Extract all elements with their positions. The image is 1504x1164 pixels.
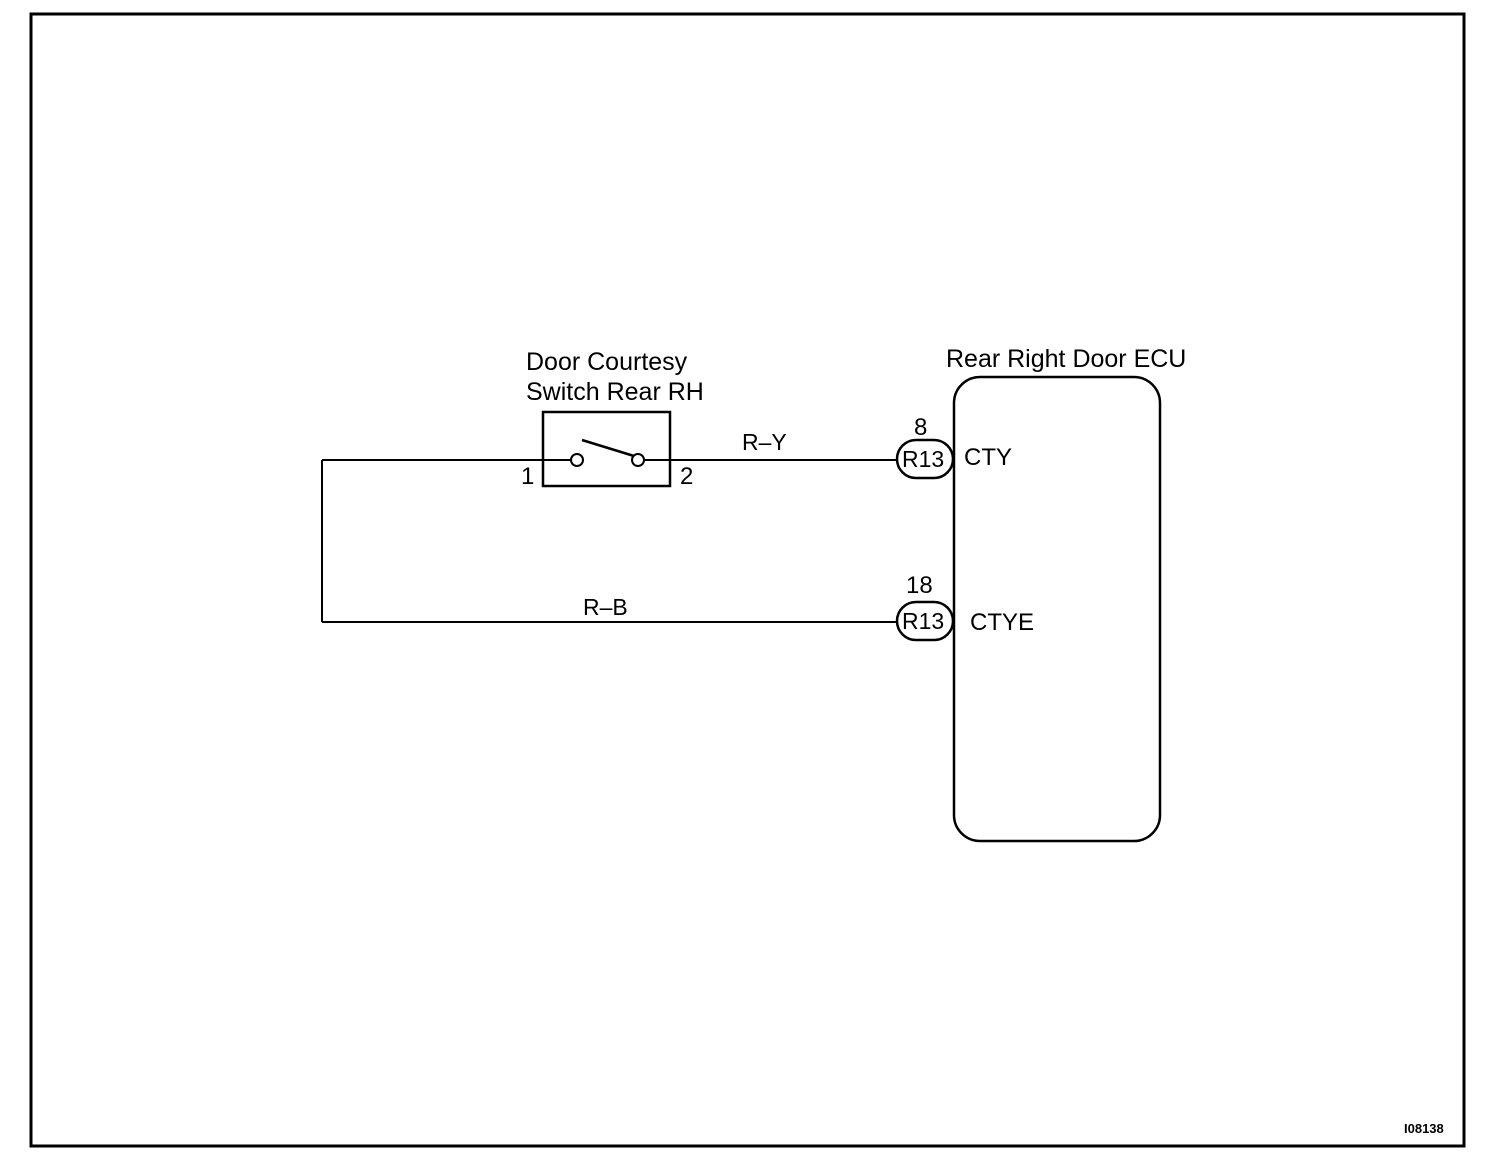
figure-code: I08138 — [1404, 1121, 1444, 1136]
connector-badge — [895, 600, 955, 642]
terminal-pin-number: 8 — [914, 414, 927, 441]
switch-pin-2: 2 — [680, 463, 693, 490]
switch-pin-1: 1 — [521, 463, 534, 490]
wire-color-code: R–Y — [742, 429, 787, 455]
switch-contact-right — [631, 453, 645, 467]
wires — [321, 459, 898, 623]
terminal-signal: CTYE — [970, 609, 1034, 636]
ecu-box — [952, 375, 1162, 843]
connector-id: R13 — [902, 608, 944, 634]
wire-color-code: R–B — [583, 594, 628, 620]
door-courtesy-switch — [541, 410, 672, 488]
switch-name-line1: Door Courtesy — [526, 348, 688, 376]
terminal-pin-number: 18 — [906, 572, 933, 599]
diagram-frame — [29, 12, 1466, 1148]
switch-contact-left — [570, 453, 584, 467]
connector-id: R13 — [902, 446, 944, 472]
switch-box — [541, 410, 672, 488]
connector-badge — [895, 438, 955, 480]
switch-name-line2: Switch Rear RH — [526, 378, 704, 406]
terminal-signal: CTY — [964, 444, 1012, 471]
ecu-name: Rear Right Door ECU — [946, 345, 1186, 373]
switch-arm — [581, 438, 635, 458]
